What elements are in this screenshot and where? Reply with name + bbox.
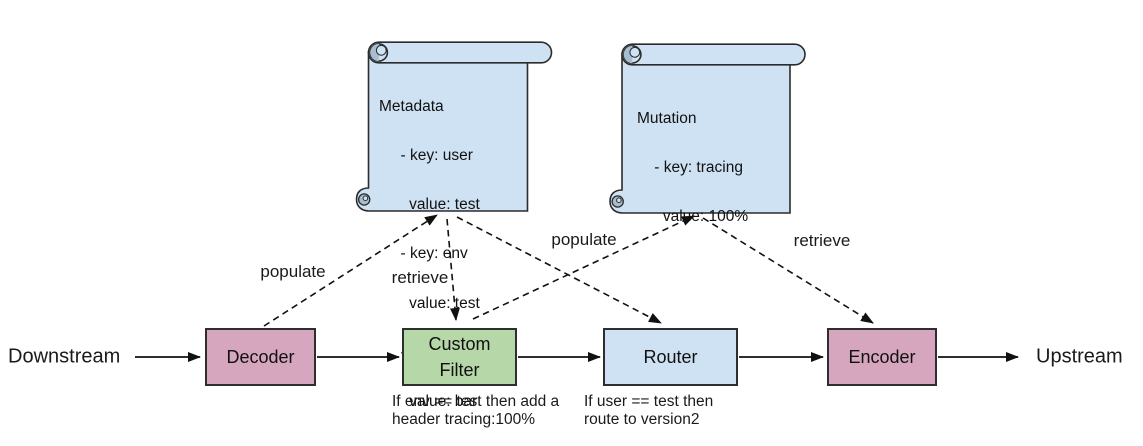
- scroll-text-line: Metadata: [379, 97, 444, 115]
- edge-label-populate-mutation: populate: [551, 230, 617, 249]
- scroll-text-line: - key: env: [379, 245, 468, 263]
- scroll-text-line: value: test: [379, 196, 480, 214]
- custom-filter-caption: If env == test then add a header tracing…: [392, 393, 559, 429]
- scroll-glyph: [609, 43, 806, 214]
- scroll-glyph: [355, 41, 553, 212]
- node-label: Router: [643, 347, 698, 367]
- caption-line: header tracing:100%: [392, 411, 536, 428]
- upstream-label: Upstream: [1036, 345, 1123, 368]
- node-router: Router: [603, 328, 738, 386]
- scroll-text-line: - key: user: [379, 147, 473, 165]
- downstream-label: Downstream: [8, 345, 121, 368]
- mutation-scroll-text: Mutation - key: tracing value: 100%: [637, 78, 748, 258]
- edge-label-retrieve-metadata: retrieve: [391, 268, 449, 287]
- caption-line: route to version2: [584, 411, 700, 428]
- scroll-text-line: value: 100%: [637, 208, 749, 226]
- scroll-text-line: value: test: [379, 294, 480, 312]
- metadata-scroll-text: Metadata - key: user value: test - key: …: [379, 66, 480, 443]
- mutation-scroll: Mutation - key: tracing value: 100%: [604, 42, 806, 225]
- caption-line: If env == test then add a: [392, 393, 560, 410]
- scroll-text-line: - key: tracing: [637, 159, 743, 177]
- scroll-text-line: Mutation: [637, 109, 697, 127]
- edge-label-retrieve-mutation: retrieve: [793, 231, 851, 250]
- router-caption: If user == test then route to version2: [584, 393, 713, 429]
- node-label: Decoder: [226, 347, 295, 367]
- node-label: Encoder: [848, 347, 916, 367]
- edge-label-populate-metadata: populate: [260, 262, 326, 281]
- scroll-text-line: value: bar: [379, 393, 478, 411]
- node-custom-filter: Custom Filter: [402, 328, 517, 386]
- metadata-scroll: Metadata - key: user value: test - key: …: [355, 40, 553, 410]
- caption-line: If user == test then: [584, 393, 714, 410]
- node-decoder: Decoder: [205, 328, 316, 386]
- node-encoder: Encoder: [827, 328, 937, 386]
- node-label: Custom Filter: [428, 334, 491, 380]
